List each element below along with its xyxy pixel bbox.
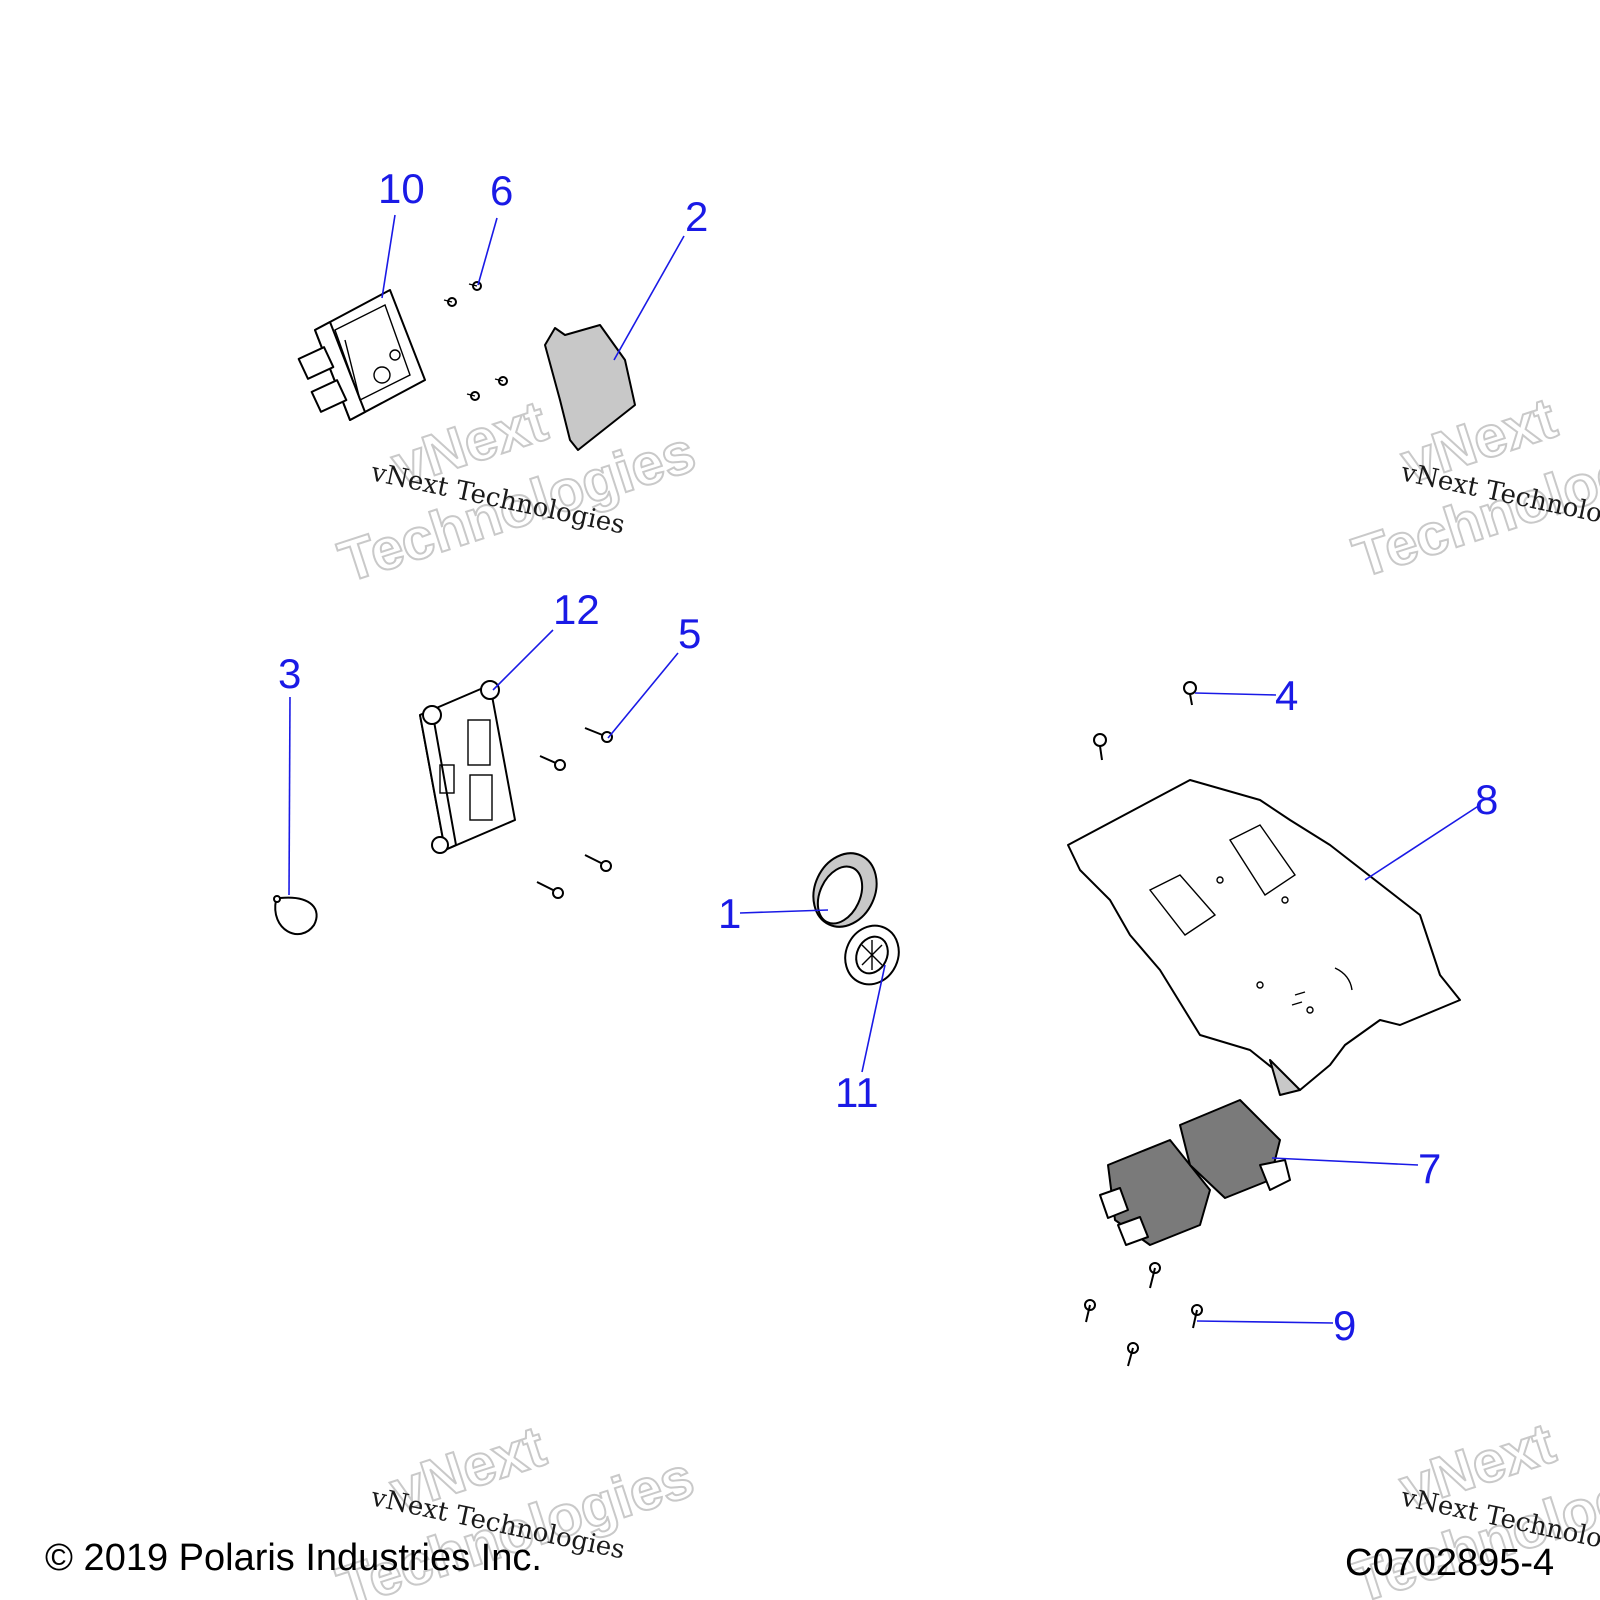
leader-6 <box>477 217 498 286</box>
watermark-top-right: vNext Technologies <box>1345 384 1600 591</box>
callout-9: 9 <box>1333 1302 1356 1349</box>
leader-10 <box>381 214 396 299</box>
leader-8 <box>1364 804 1481 881</box>
part-screws-4 <box>1093 681 1197 761</box>
callouts: 10 6 2 12 5 3 1 11 4 8 7 9 <box>278 165 1498 1349</box>
leader-7 <box>1271 1157 1419 1166</box>
callout-10: 10 <box>378 165 425 212</box>
footer-copyright: © 2019 Polaris Industries Inc. <box>45 1537 542 1579</box>
callout-7: 7 <box>1418 1145 1441 1192</box>
part-grommet-1 <box>812 852 878 928</box>
leader-3 <box>288 696 291 896</box>
callout-2: 2 <box>685 193 708 240</box>
part-ecu-housing-12 <box>419 680 516 854</box>
part-mount-plate-8 <box>1067 779 1461 1096</box>
callout-1: 1 <box>718 890 741 937</box>
leader-1 <box>739 909 829 914</box>
part-relay-blocks-7 <box>1099 1099 1291 1246</box>
part-screws-6 <box>443 281 508 401</box>
leader-2 <box>613 235 685 361</box>
leader-lines <box>288 214 1481 1324</box>
callout-6: 6 <box>490 167 513 214</box>
part-bolts-5 <box>536 727 613 899</box>
callout-5: 5 <box>678 610 701 657</box>
callout-12: 12 <box>553 586 600 633</box>
footer-diagram-code: C0702895-4 <box>1345 1542 1554 1584</box>
part-screws-9 <box>1084 1262 1203 1367</box>
leader-4 <box>1194 692 1277 696</box>
part-ecu-module-10 <box>297 289 426 421</box>
callout-11: 11 <box>835 1069 879 1116</box>
leader-12 <box>492 629 554 691</box>
part-clamp-3 <box>273 895 318 936</box>
callout-4: 4 <box>1275 672 1298 719</box>
leader-9 <box>1196 1320 1334 1324</box>
part-cover-2 <box>544 324 636 451</box>
leader-11 <box>861 964 886 1073</box>
leader-5 <box>607 652 679 739</box>
callout-3: 3 <box>278 650 301 697</box>
callout-8: 8 <box>1475 776 1498 823</box>
part-grommet-11 <box>844 924 900 986</box>
